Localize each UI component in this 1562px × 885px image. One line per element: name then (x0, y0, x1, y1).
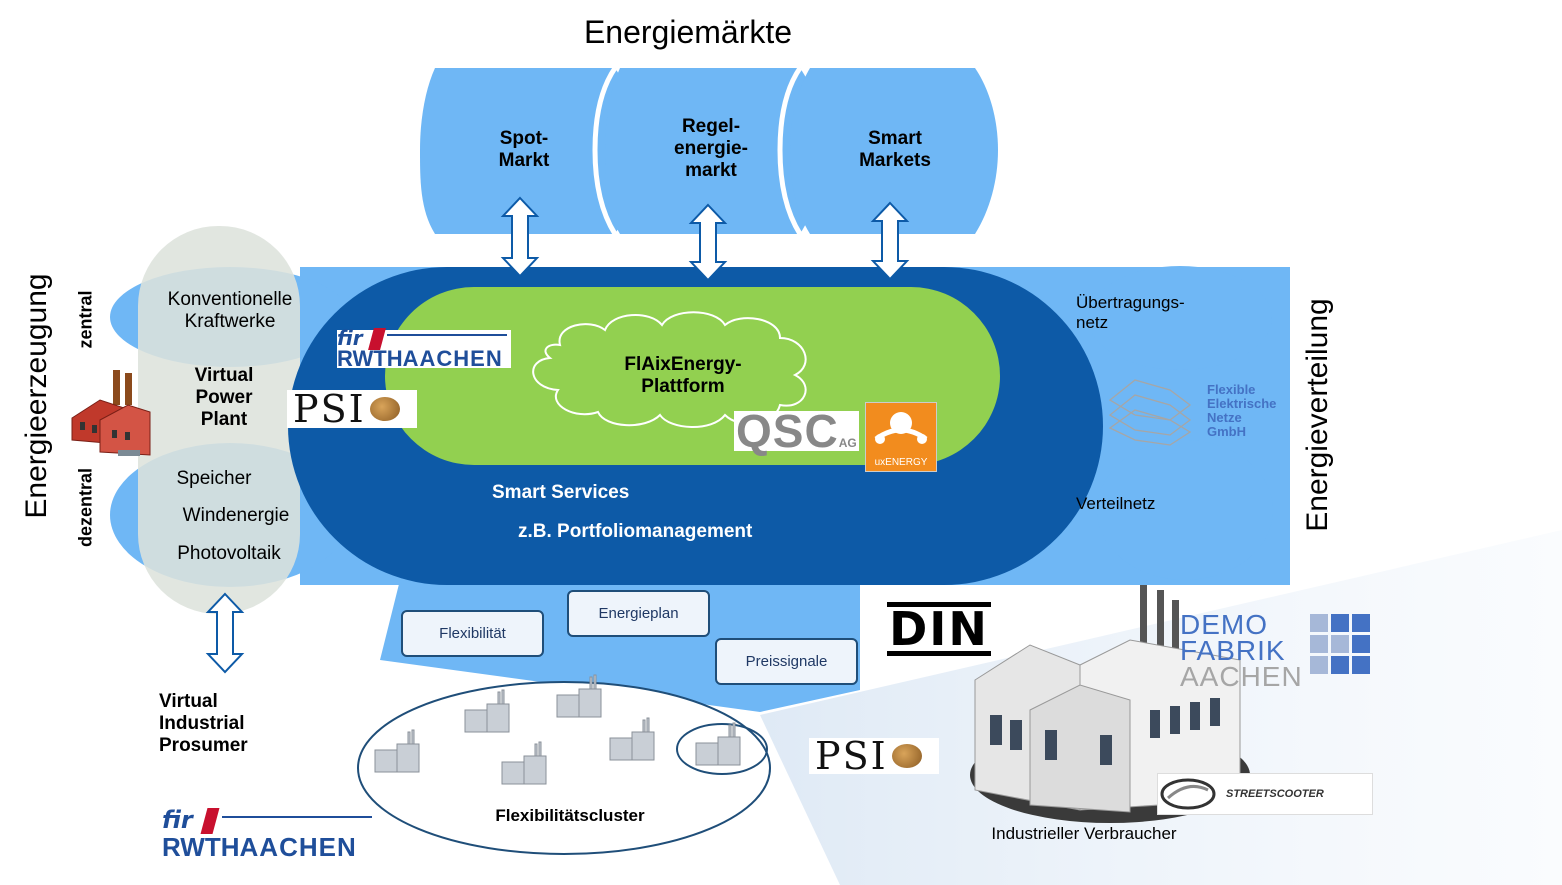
conventional-plants-label: Konventionelle Kraftwerke (167, 289, 293, 332)
qsc-logo: QSCAG (734, 405, 859, 457)
market-smart-label: Smart Markets (859, 128, 931, 171)
vpp-factory-icon (71, 370, 151, 456)
preissignale-box: Preissignale (715, 638, 858, 685)
dezentral-label: dezentral (75, 467, 96, 548)
energieverteilung-label: Energieverteilung (1301, 298, 1334, 532)
fir-bar-bottom (222, 816, 372, 818)
uxenergy-logo: uxENERGY (865, 402, 937, 472)
cluster-ellipse (357, 681, 771, 855)
uebertragungsnetz-label: Übertragungs- netz (1076, 293, 1185, 332)
flexibilitaetscluster-label: Flexibilitätscluster (495, 806, 645, 825)
uebertragung-ellipse (1088, 266, 1272, 370)
fir-prefix: fir (337, 326, 363, 350)
windenergie-label: Windenergie (182, 505, 290, 526)
uxenergy-label: uxENERGY (874, 457, 928, 468)
industrial-factory (970, 585, 1250, 823)
psi-nut-icon (369, 397, 400, 421)
uxenergy-icon (874, 412, 928, 444)
industrial-consumer-label: Industrieller Verbraucher (991, 824, 1177, 843)
fir-rwth-logo-bottom: fir RWTHAACHEN (162, 806, 374, 862)
fir-bar (387, 334, 507, 336)
energieerzeugung-label: Energieerzeugung (20, 273, 53, 519)
verteilnetz-ellipse (1097, 440, 1273, 580)
double-arrows (205, 196, 910, 674)
demo-fabrik-grid-icon (1310, 614, 1370, 674)
virtual-power-plant-label: Virtual Power Plant (194, 365, 254, 430)
rwth-aachen-text: RWTHAACHEN (337, 346, 503, 371)
zentral-label: zentral (75, 290, 96, 349)
fen-logo-text: Flexible Elektrische Netze GmbH (1207, 382, 1277, 439)
smart-services-label: Smart Services (492, 482, 630, 503)
din-logo: DIN (887, 602, 991, 656)
flexibilitaet-box: Flexibilität (401, 610, 544, 657)
cluster-member-ring (676, 723, 768, 775)
cloud-shape (532, 311, 807, 428)
energieplan-box: Energieplan (567, 590, 710, 637)
fir-prefix-bottom: fir (162, 806, 193, 834)
fen-hexagon-logo (1108, 379, 1192, 446)
energieplan-box-label: Energieplan (598, 605, 679, 622)
market-spot-label: Spot- Markt (498, 128, 550, 171)
photovoltaik-label: Photovoltaik (177, 543, 281, 564)
preissignale-box-label: Preissignale (745, 653, 828, 670)
fir-red-mark-bottom (200, 808, 220, 834)
platform-name-label: FlAixEnergy- Plattform (624, 354, 742, 397)
page-title: Energiemärkte (583, 14, 793, 50)
psi-logo-top: PSI (287, 387, 417, 431)
rwth-aachen-text-bottom: RWTHAACHEN (162, 832, 357, 862)
market-regel-label: Regel- energie- markt (674, 116, 748, 181)
portfolio-label: z.B. Portfoliomanagement (518, 521, 753, 542)
verteilnetz-label: Verteilnetz (1076, 494, 1156, 513)
virtual-industrial-prosumer-label: Virtual Industrial Prosumer (159, 691, 248, 756)
vpp-pill (138, 226, 300, 614)
cluster-factories (374, 674, 741, 785)
psi-logo-bottom: PSI (809, 734, 939, 778)
flexibilitaet-box-label: Flexibilität (439, 625, 506, 642)
market-cylinders (420, 68, 998, 234)
demo-fabrik-logo: DEMO FABRIK AACHEN (1180, 609, 1303, 692)
fir-rwth-logo-top: fir RWTHAACHEN (337, 326, 511, 371)
psi-nut-icon-bottom (891, 744, 922, 768)
speicher-label: Speicher (176, 468, 252, 489)
streetscooter-icon (1160, 778, 1216, 810)
streetscooter-logo: STREETSCOOTER (1157, 773, 1373, 815)
